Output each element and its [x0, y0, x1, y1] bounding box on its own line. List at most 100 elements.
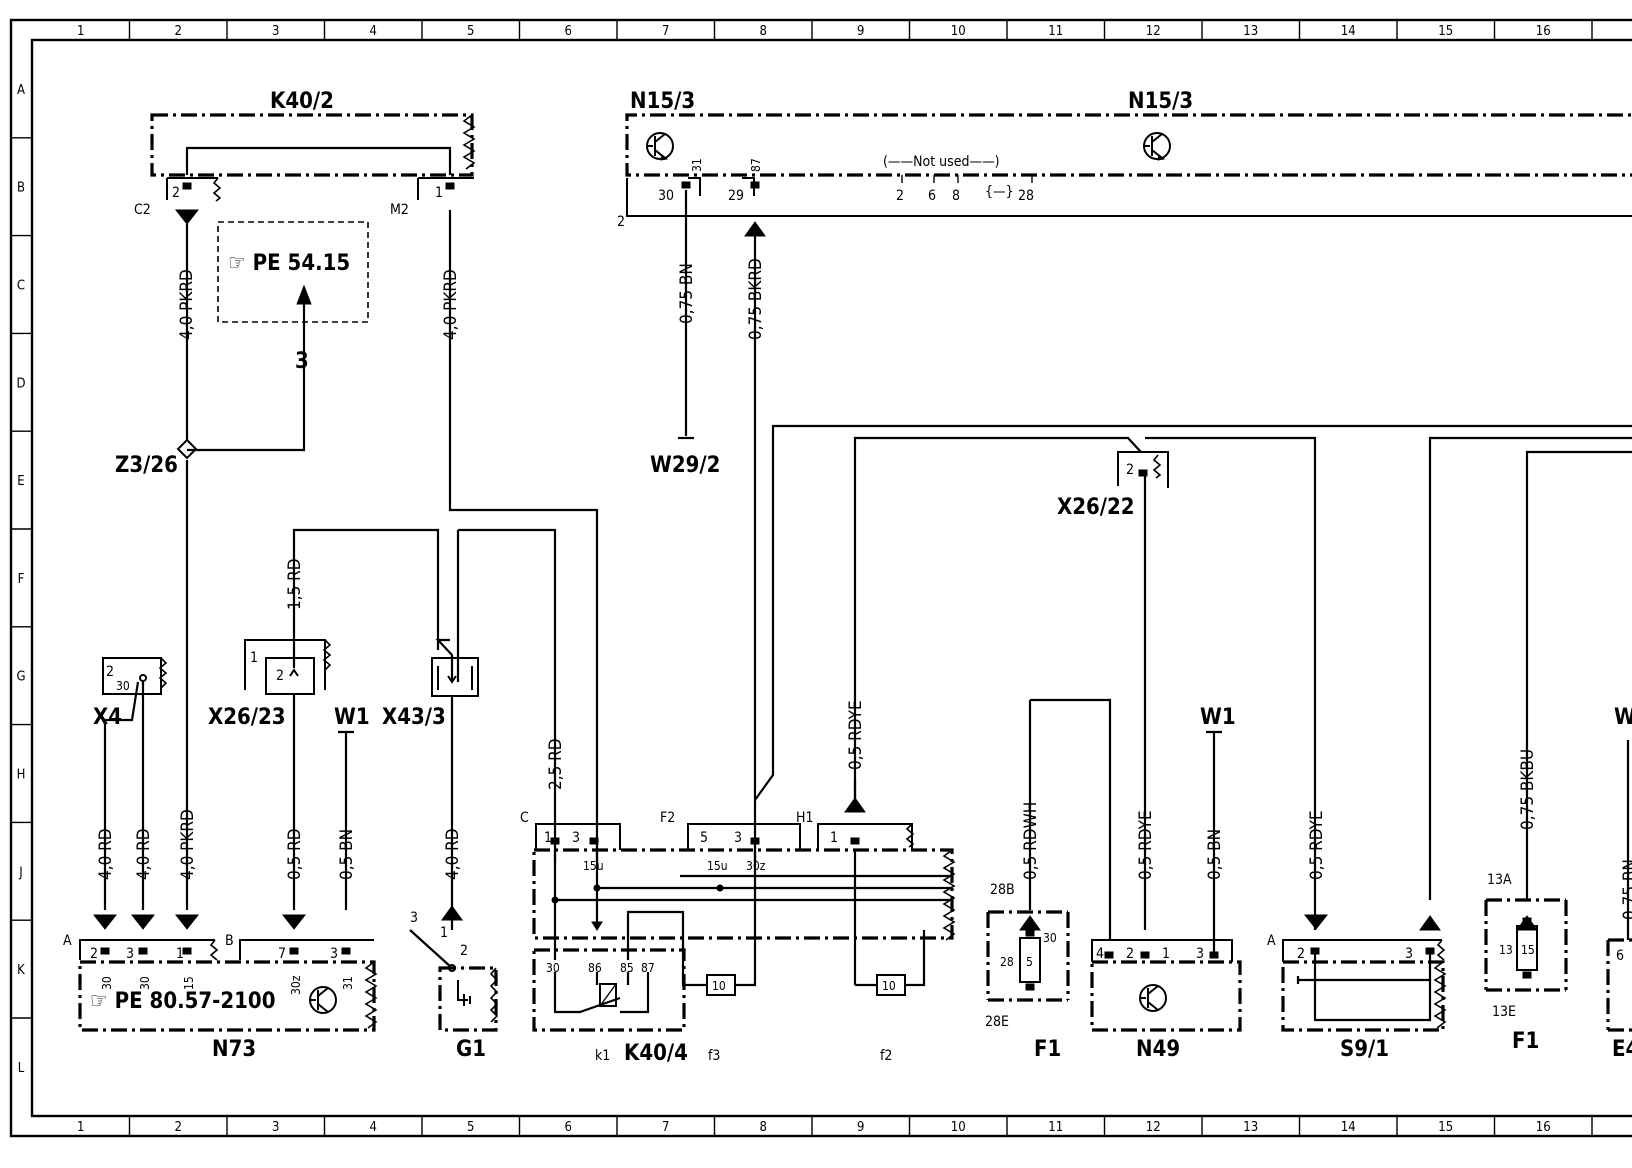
w1-left-label: W1	[334, 705, 370, 730]
wire-n73-pkrd: 4,0 PKRD	[178, 809, 198, 880]
splice-z3-26: Z3/26 4,0 PKRD 4,0 PKRD	[115, 210, 599, 910]
grid-column-label: 11	[1048, 1120, 1063, 1135]
n73-label: N73	[212, 1037, 256, 1062]
component-g1: 3 1 2 G1	[409, 900, 499, 1062]
n15-3-pin-87: 87	[749, 158, 763, 172]
wire-k40-4-rd: 2,5 RD	[546, 738, 566, 790]
s9-connector-a: A	[1267, 933, 1276, 949]
grid-column-label: 15	[1438, 24, 1453, 39]
pe-54-15-label: ☞ PE 54.15	[228, 251, 350, 276]
n15-3-pin-2: 2	[896, 188, 904, 204]
grid-column-label: 3	[272, 24, 279, 39]
grid-column-label: 1	[77, 1120, 84, 1135]
n49-pin-4: 4	[1096, 946, 1104, 962]
ref-3-label: 3	[295, 349, 309, 374]
s9-pin-3: 3	[1405, 946, 1413, 962]
k40-4-15u-b: 15u	[707, 859, 728, 873]
x26-23-label: X26/23	[208, 705, 286, 730]
component-s9-1: 0,5 RDYE A 2 3 S9/1	[1267, 810, 1447, 1062]
connector-x4: 2 30 X4 4,0 RD 4,0 RD 4,0 PKRD	[93, 657, 198, 910]
grid-column-label: 2	[175, 24, 182, 39]
f1-fuse-28: 28	[1000, 955, 1014, 969]
k40-2-label: K40/2	[270, 89, 334, 114]
n73-pin-2: 2	[90, 946, 98, 962]
component-f1-left: 0,5 RDWH 28B 5 28 30 28E F1	[985, 698, 1112, 1062]
n15-3-label-right: N15/3	[1128, 89, 1193, 114]
x26-23-pin-1: 1	[250, 650, 258, 666]
drawing-frame	[9, 18, 1632, 1138]
n15-3-connector: 2	[617, 214, 625, 230]
pe-80-57-label: ☞ PE 80.57-2100	[90, 989, 275, 1014]
grid-row-label: C	[17, 279, 25, 294]
w29-2-label: W29/2	[650, 453, 720, 478]
s9-1-label: S9/1	[1340, 1037, 1389, 1062]
grid-column-label: 3	[272, 1120, 279, 1135]
n73-term-31: 31	[341, 976, 355, 990]
g1-label: G1	[456, 1037, 486, 1062]
x4-pin-30: 30	[116, 679, 130, 693]
k40-4-relay-85: 85	[620, 961, 634, 975]
wire-h1-rdye: 0,5 RDYE	[846, 700, 866, 770]
k40-4-relay-86: 86	[588, 961, 602, 975]
n73-pin-1: 1	[176, 946, 184, 962]
grid-row-label: K	[17, 963, 25, 978]
k40-4-connector-h1: H1	[796, 810, 814, 826]
n15-3-pin-28: 28	[1018, 188, 1034, 204]
grid-row-label: D	[16, 376, 25, 391]
grid-column-label: 8	[760, 1120, 767, 1135]
g1-pin-2: 2	[460, 943, 468, 959]
wire-c2-pkrd: 4,0 PKRD	[177, 269, 197, 340]
n73-term-30a: 30	[100, 976, 114, 990]
f1-left-label: F1	[1034, 1037, 1061, 1062]
wire-w29-bn: 0,75 BN	[677, 263, 697, 324]
wire-g1-rd: 4,0 RD	[443, 828, 463, 880]
grid-column-label: 7	[662, 24, 669, 39]
f1-28e-label: 28E	[985, 1014, 1009, 1030]
k40-4-label: K40/4	[624, 1041, 688, 1066]
n15-3-break-glyph: {—}	[985, 184, 1014, 200]
n73-connector-b: B	[225, 933, 234, 949]
grid-column-label: 16	[1536, 1120, 1551, 1135]
reference-pe-54-15: ☞ PE 54.15 3	[187, 221, 369, 452]
grid-column-label: 6	[565, 24, 572, 39]
grid-column-label: 2	[175, 1120, 182, 1135]
k40-4-15u-a: 15u	[583, 859, 604, 873]
w1-right-label: W1	[1200, 705, 1236, 730]
k40-4-pin-c3: 3	[572, 830, 580, 846]
wire-n49-rdye: 0,5 RDYE	[1136, 810, 1156, 880]
n15-3-label-left: N15/3	[630, 89, 695, 114]
bus-wires	[754, 424, 1632, 930]
grid-column-label: 4	[370, 24, 377, 39]
k40-4-pin-f3: 3	[734, 830, 742, 846]
x4-pin-2: 2	[106, 664, 114, 680]
component-e4-partial: W 0,75 BN 6 E4	[1606, 705, 1632, 1062]
n73-pin-7: 7	[278, 946, 286, 962]
k40-4-f3-label: f3	[708, 1048, 720, 1064]
k40-2-pin-c-num: 2	[172, 185, 180, 201]
component-f1-right: 0,75 BKBU 13A 15 13 13E F1	[1484, 749, 1568, 1054]
k40-2-m2-label: M2	[390, 202, 409, 218]
connector-x43-3: X43/3 4,0 RD 2,5 RD	[382, 528, 566, 900]
n73-pin-3b: 3	[330, 946, 338, 962]
grid-row-label: L	[18, 1061, 25, 1076]
grid-row-label: G	[16, 670, 25, 685]
component-k40-2: K40/2 2 C2 1 M2	[134, 89, 476, 225]
grid-row-label: F	[18, 572, 25, 587]
x26-22-pin: 2	[1126, 462, 1134, 478]
connector-x26-22: 2 X26/22	[1057, 451, 1169, 930]
grid-column-label: 9	[857, 24, 864, 39]
s9-pin-2: 2	[1297, 946, 1305, 962]
grid-row-label: E	[17, 474, 24, 489]
grid-column-label: 1	[77, 24, 84, 39]
n15-3-pin-6: 6	[928, 188, 936, 204]
e4-partial-label: E4	[1612, 1037, 1632, 1062]
f1-13e-label: 13E	[1492, 1004, 1516, 1020]
n15-3-pin-31: 31	[690, 158, 704, 172]
grid-column-label: 12	[1146, 24, 1161, 39]
n15-3-pin-30: 30	[658, 188, 674, 204]
grid-row-label: B	[17, 181, 25, 196]
k40-2-c2-label: C2	[134, 202, 151, 218]
component-n73: A B 2 3 1 7 3 30 30 15 30z 31 ☞ PE 80.57…	[63, 914, 378, 1062]
n49-pin-1: 1	[1162, 946, 1170, 962]
